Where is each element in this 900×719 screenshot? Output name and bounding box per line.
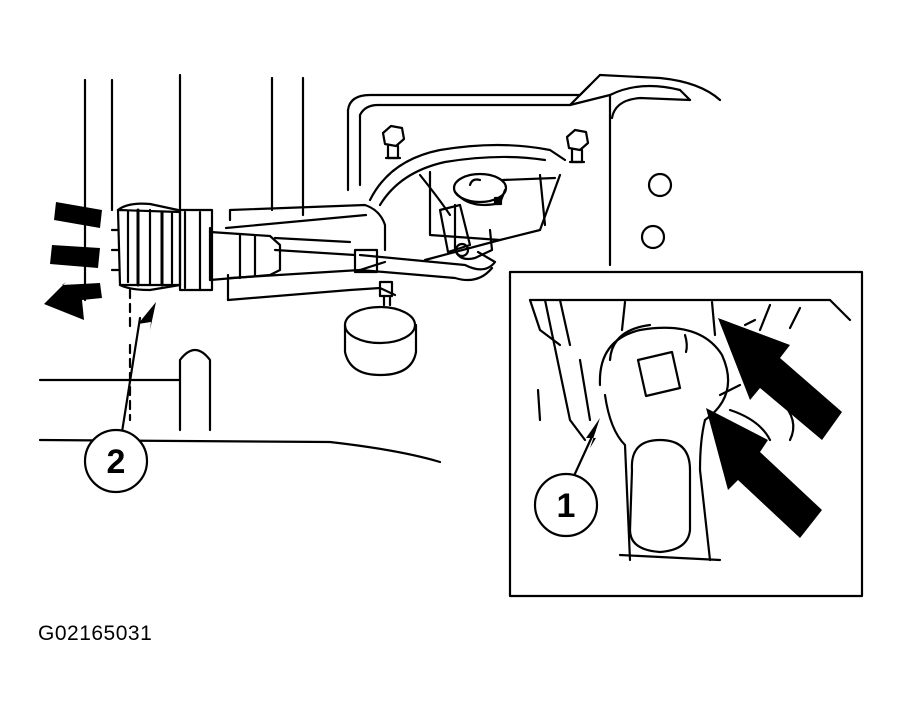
arrow-diagonal-icon [718, 318, 842, 440]
shaft-assembly [178, 203, 397, 302]
arrow-left-icon [50, 245, 100, 268]
detail-inset [508, 270, 864, 598]
bracket-housing [368, 143, 567, 262]
shaft-yoke [438, 172, 508, 261]
callout-1-label: 1 [557, 487, 576, 525]
arrow-left-icon [54, 202, 102, 228]
arrow-pointer-icon [138, 302, 156, 330]
callout-2: 2 [83, 428, 149, 494]
lower-mount [343, 280, 418, 377]
figure-id: G02165031 [38, 622, 153, 645]
motion-arrows [44, 202, 102, 320]
mount-bolt-left [381, 124, 406, 160]
arrow-diagonal-icon [706, 408, 822, 538]
selector-lever [273, 236, 497, 282]
callout-2-label: 2 [107, 443, 126, 481]
leader-2 [120, 316, 142, 434]
arrow-left-icon [44, 282, 102, 320]
knurled-knob [110, 202, 182, 292]
leader-1 [572, 429, 596, 479]
body-panel [38, 73, 722, 464]
callout-1: 1 [533, 472, 599, 538]
mount-bolt-right [565, 128, 590, 164]
